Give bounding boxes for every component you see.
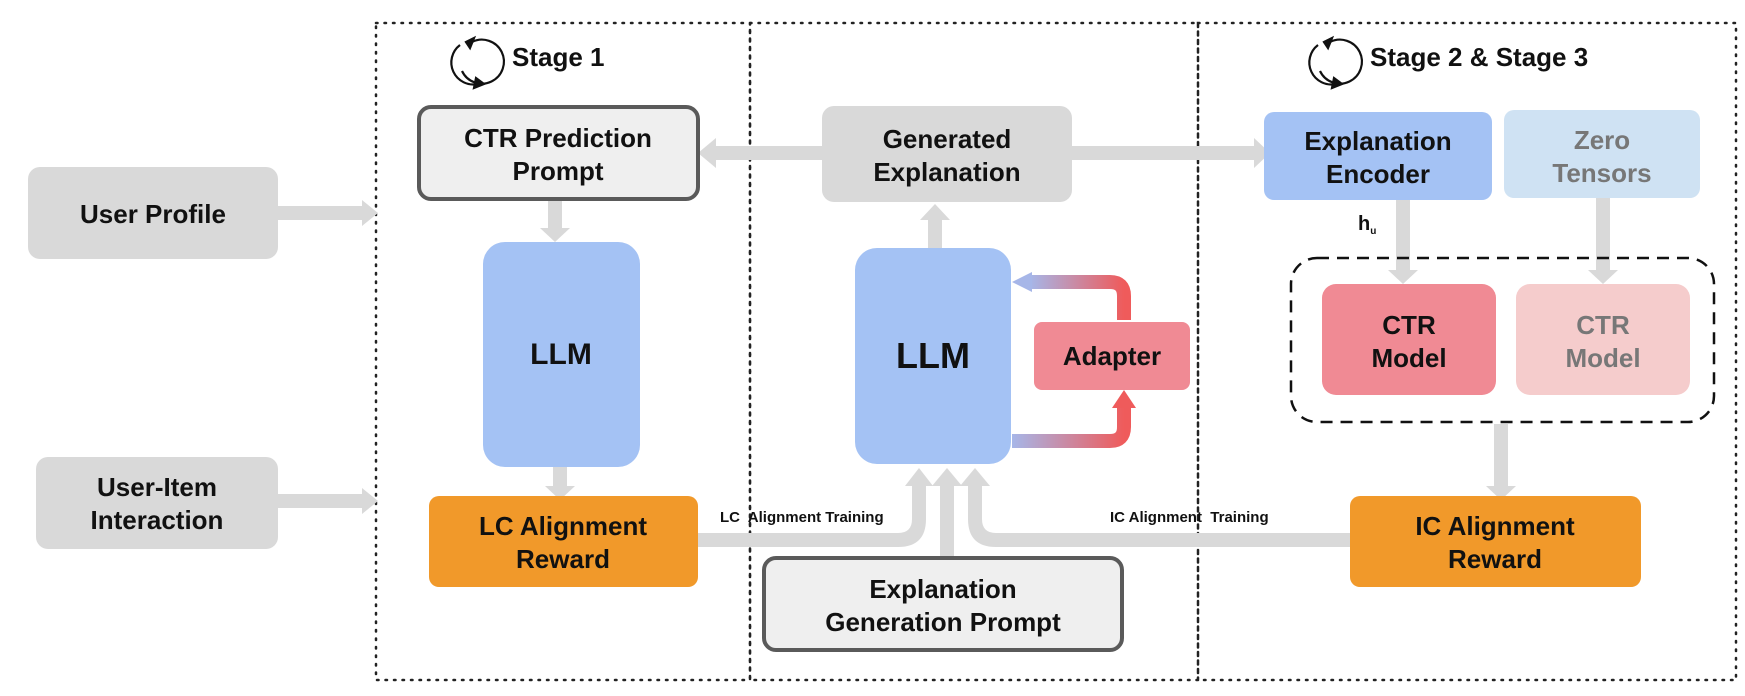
ctr-model-faded-line2: Model <box>1565 343 1640 373</box>
ctr-prediction-prompt-node: CTR Prediction Prompt <box>417 105 700 201</box>
lc-alignment-reward-node: LC Alignment Reward <box>429 496 698 587</box>
ctr-model-line2: Model <box>1371 343 1446 373</box>
llm-stage1-node: LLM <box>483 242 640 467</box>
ctr-model-faded-node: CTR Model <box>1516 284 1690 395</box>
hu-subscript: u <box>1370 226 1376 237</box>
generated-line2: Explanation <box>873 157 1020 187</box>
user-item-label-line2: Interaction <box>91 505 224 535</box>
user-item-interaction-node: User-Item Interaction <box>36 457 278 549</box>
zero-line2: Tensors <box>1552 158 1651 188</box>
encoder-line1: Explanation <box>1304 126 1451 156</box>
user-profile-label: User Profile <box>80 199 226 229</box>
user-profile-node: User Profile <box>28 167 278 259</box>
ctr-prompt-line1: CTR Prediction <box>464 123 652 153</box>
ic-reward-line1: IC Alignment <box>1415 511 1575 541</box>
ctr-model-faded-line1: CTR <box>1576 310 1630 340</box>
llm-center-label: LLM <box>896 335 970 376</box>
adapter-node: Adapter <box>1034 322 1190 390</box>
ic-training-label: IC Alignment Training <box>1110 509 1269 526</box>
ctr-model-line1: CTR <box>1382 310 1436 340</box>
explanation-generation-prompt-node: Explanation Generation Prompt <box>762 556 1124 652</box>
llm-to-adapter-arrow <box>1012 404 1131 448</box>
stage23-frame <box>1196 21 1738 682</box>
arrows <box>276 138 1618 558</box>
exp-prompt-line2: Generation Prompt <box>825 607 1061 637</box>
hu-label: hu <box>1358 213 1376 237</box>
llm-center-node: LLM <box>855 248 1011 464</box>
stage23-title: Stage 2 & Stage 3 <box>1370 42 1588 72</box>
hu-base: h <box>1358 213 1370 235</box>
ic-alignment-reward-node: IC Alignment Reward <box>1350 496 1641 587</box>
explanation-encoder-node: Explanation Encoder <box>1264 112 1492 200</box>
llm-stage1-label: LLM <box>530 338 592 371</box>
generated-explanation-node: Generated Explanation <box>822 106 1072 202</box>
stage1-cycle-icon <box>450 35 505 90</box>
stage-frames <box>374 21 1738 682</box>
stage1-title: Stage 1 <box>512 42 605 72</box>
adapter-to-llm-arrow <box>1030 275 1131 320</box>
ic-reward-line2: Reward <box>1448 544 1542 574</box>
adapter-loop <box>1012 272 1136 448</box>
lc-reward-line2: Reward <box>516 544 610 574</box>
encoder-line2: Encoder <box>1326 159 1430 189</box>
zero-tensors-node: Zero Tensors <box>1504 110 1700 198</box>
generated-line1: Generated <box>883 124 1012 154</box>
ctr-model-group <box>1289 256 1716 424</box>
ctr-model-node: CTR Model <box>1322 284 1496 395</box>
zero-line1: Zero <box>1574 125 1630 155</box>
exp-prompt-line1: Explanation <box>869 574 1016 604</box>
ctr-prompt-line2: Prompt <box>513 156 604 186</box>
adapter-label: Adapter <box>1063 341 1161 371</box>
stage23-cycle-icon <box>1308 35 1363 90</box>
stage1-frame <box>374 21 752 682</box>
user-item-label-line1: User-Item <box>97 472 217 502</box>
lc-reward-line1: LC Alignment <box>479 511 647 541</box>
lc-training-label: LC Alignment Training <box>720 509 884 526</box>
